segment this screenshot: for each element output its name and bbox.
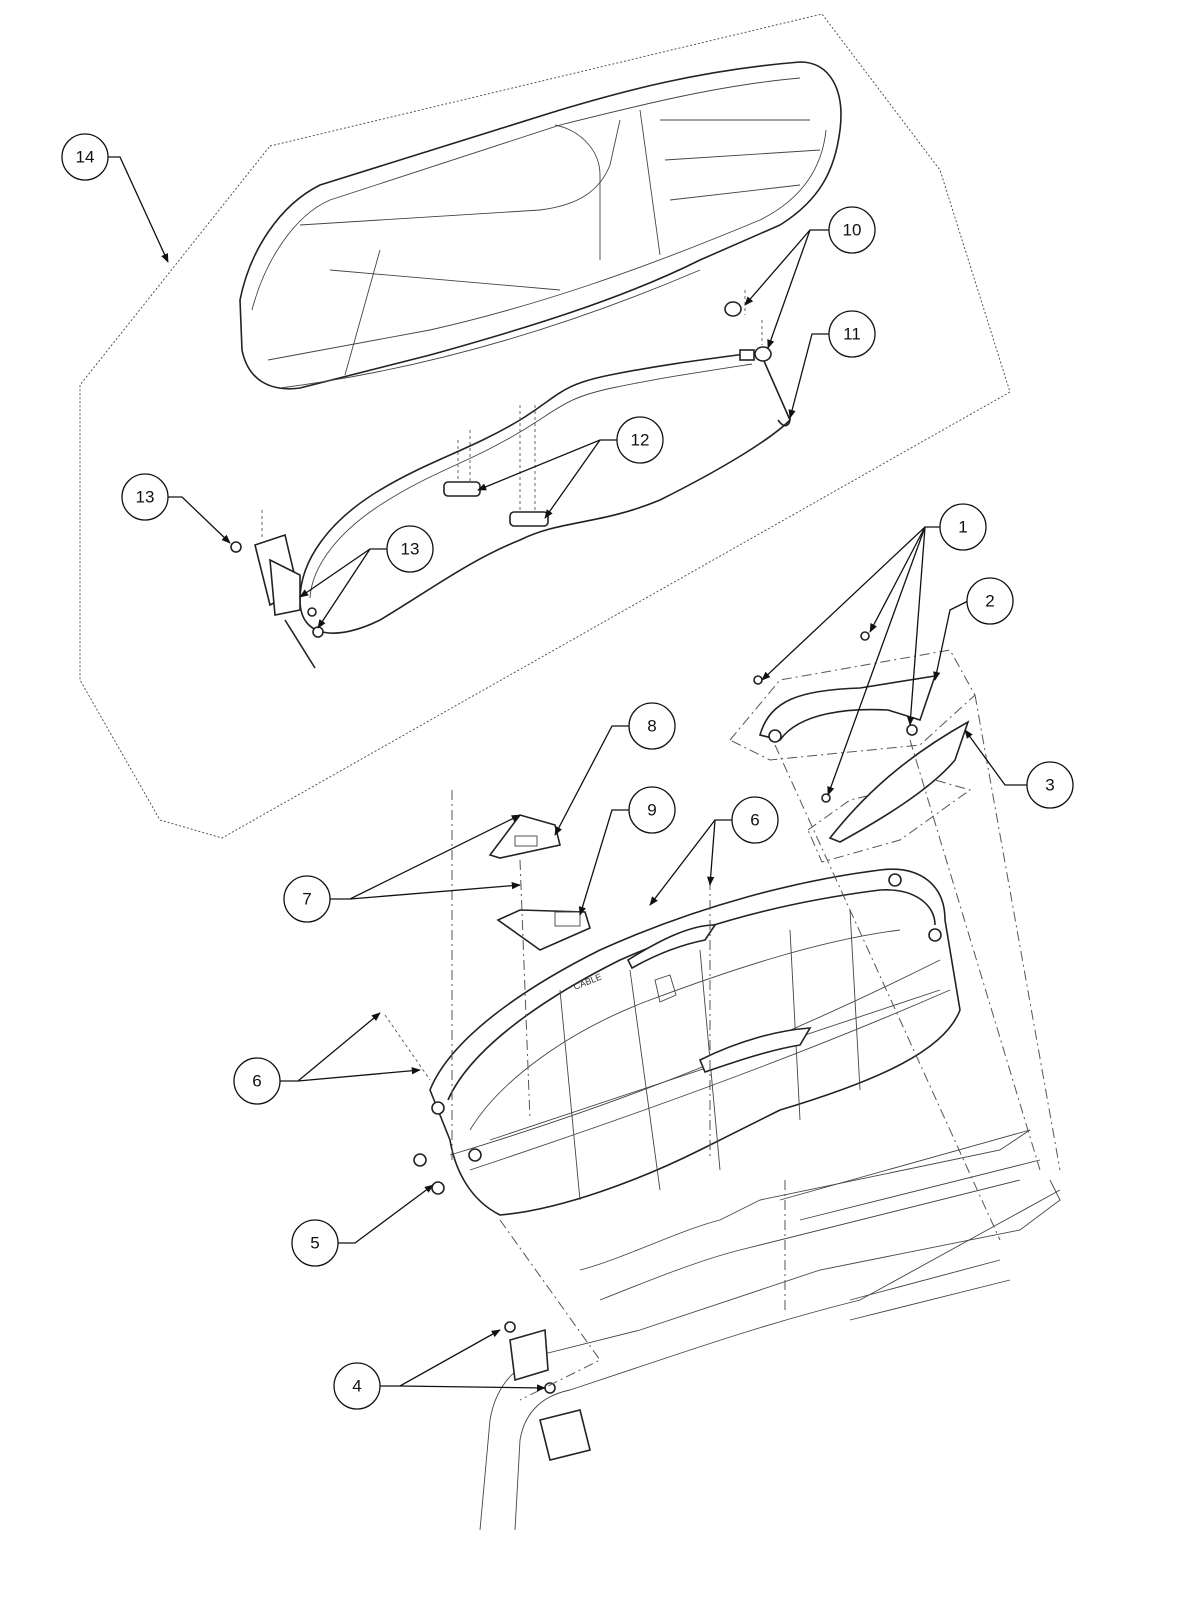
callout-6-left[interactable]: 6: [233, 1057, 281, 1105]
nut-10: [724, 290, 772, 362]
callout-label: 10: [843, 221, 862, 240]
callout-14[interactable]: 14: [61, 133, 109, 181]
callout-7[interactable]: 7: [283, 875, 331, 923]
callout-label: 7: [302, 890, 311, 909]
callout-2[interactable]: 2: [966, 577, 1014, 625]
callout-13-left[interactable]: 13: [121, 473, 169, 521]
seat-bracket-12: [443, 405, 549, 527]
callout-label: 6: [252, 1072, 261, 1091]
callout-label: 9: [647, 801, 656, 820]
plate-9: [496, 909, 591, 951]
frame: [479, 1129, 1061, 1531]
callout-4[interactable]: 4: [333, 1362, 381, 1410]
callout-label: 14: [76, 148, 95, 167]
assembly-lines: [384, 694, 1061, 1401]
callout-label: 2: [985, 592, 994, 611]
callout-6-top[interactable]: 6: [731, 796, 779, 844]
seat: [239, 61, 842, 390]
tray-marking: CABLE: [572, 972, 603, 992]
callout-label: 11: [843, 325, 861, 344]
callout-9[interactable]: 9: [628, 786, 676, 834]
callout-label: 13: [136, 488, 155, 507]
callout-12[interactable]: 12: [616, 416, 664, 464]
plate-8: [488, 814, 561, 859]
seat-hinge: [230, 510, 324, 669]
storage-tray: CABLE: [413, 868, 961, 1216]
callout-label: 3: [1045, 776, 1054, 795]
callout-10[interactable]: 10: [828, 206, 876, 254]
grab-handle: [729, 631, 976, 761]
callout-label: 4: [352, 1377, 361, 1396]
callout-label: 13: [401, 540, 420, 559]
seat-seal-ring: [299, 349, 791, 634]
callout-5[interactable]: 5: [291, 1219, 339, 1267]
callout-label: 12: [631, 431, 650, 450]
callout-13-right[interactable]: 13: [386, 525, 434, 573]
callout-label: 8: [647, 717, 656, 736]
leader-lines: [108, 156, 1028, 1392]
callout-label: 6: [750, 811, 759, 830]
callout-11[interactable]: 11: [828, 310, 876, 358]
callout-3[interactable]: 3: [1026, 761, 1074, 809]
callout-8[interactable]: 8: [628, 702, 676, 750]
callout-label: 5: [310, 1234, 319, 1253]
callout-1[interactable]: 1: [939, 503, 987, 551]
callout-label: 1: [958, 518, 967, 537]
seat-assembly-boundary: [79, 13, 1011, 839]
handle-cover: [807, 720, 972, 863]
